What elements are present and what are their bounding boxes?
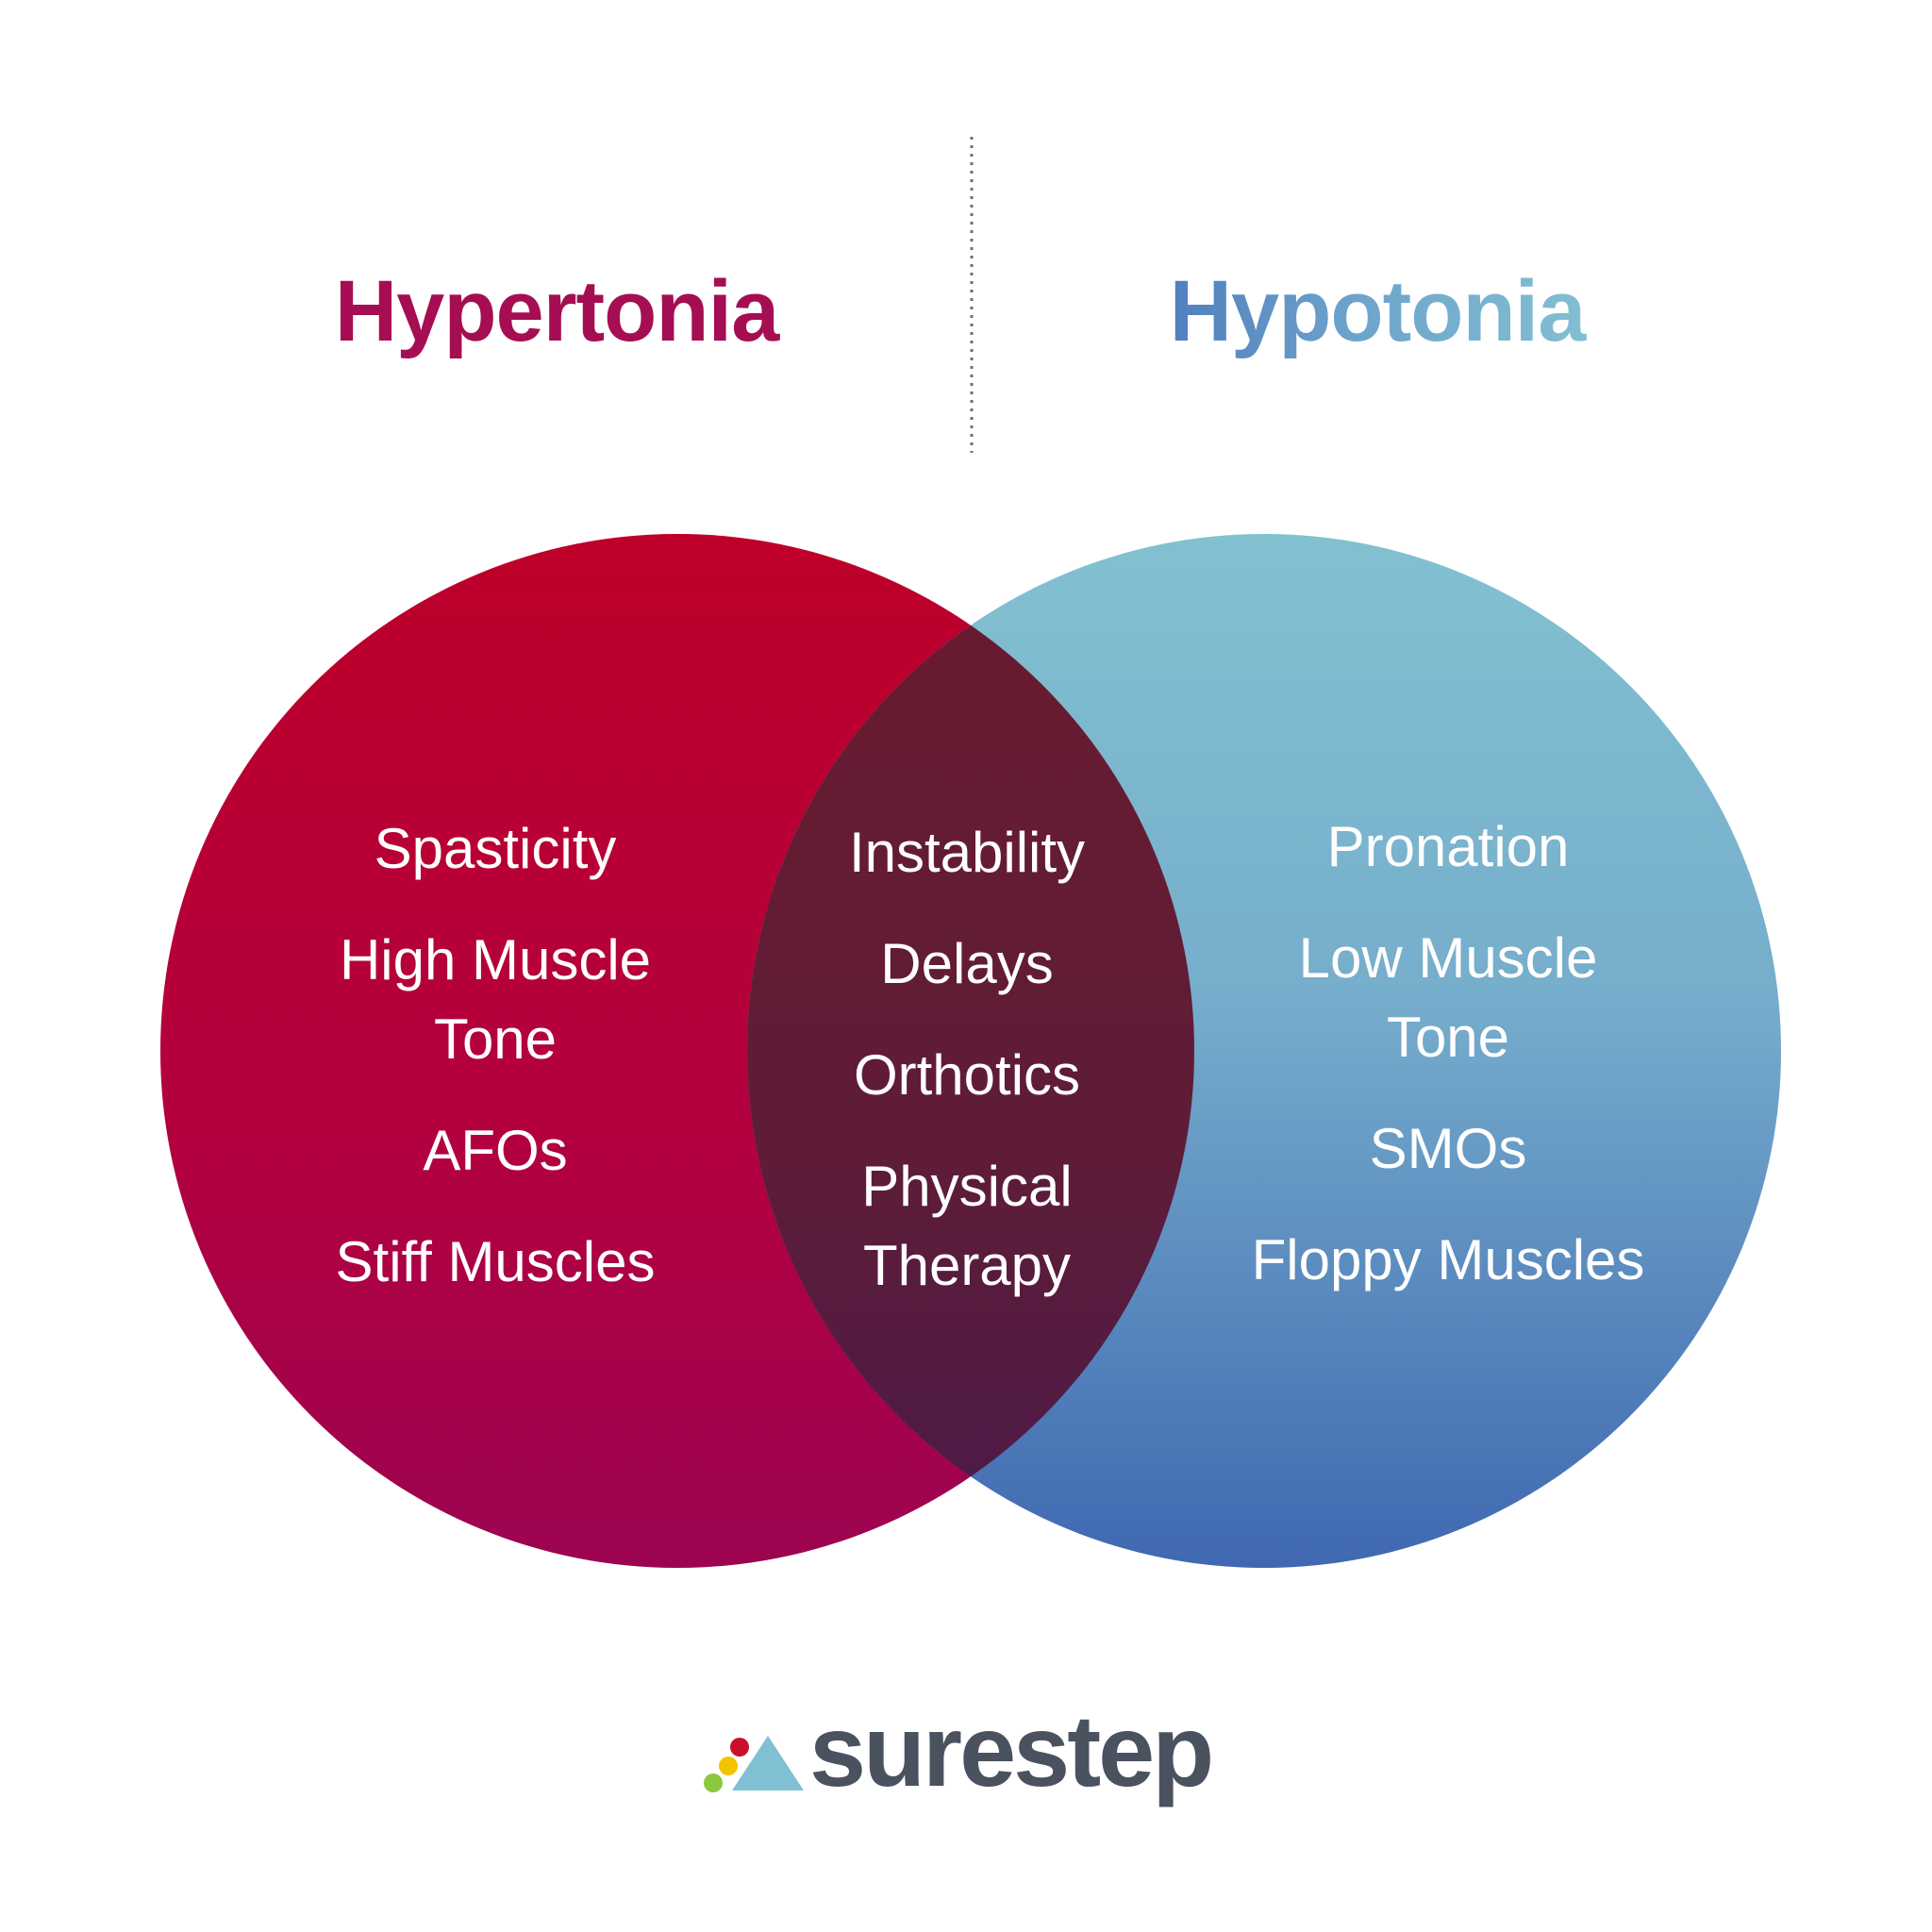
hypertonia-item-high-muscle-tone-line2: Tone bbox=[433, 1008, 558, 1071]
hypertonia-heading: Hypertonia bbox=[334, 263, 780, 359]
shared-item-instability: Instability bbox=[848, 821, 1086, 884]
hypotonia-item-low-muscle-tone-line2: Tone bbox=[1386, 1006, 1510, 1069]
shared-item-delays: Delays bbox=[880, 932, 1054, 995]
hypertonia-item-afos: AFOs bbox=[423, 1119, 568, 1182]
shared-item-orthotics: Orthotics bbox=[853, 1043, 1081, 1107]
hypotonia-heading: Hypotonia bbox=[1132, 255, 1623, 368]
hypotonia-item-pronation: Pronation bbox=[1326, 815, 1570, 878]
hypotonia-item-smos: SMOs bbox=[1369, 1117, 1527, 1180]
hypotonia-item-low-muscle-tone-line1: Low Muscle bbox=[1298, 926, 1598, 990]
surestep-logo: surestep bbox=[698, 1698, 1283, 1811]
hypertonia-item-spasticity: Spasticity bbox=[374, 817, 617, 880]
shared-item-physical-therapy-line2: Therapy bbox=[862, 1234, 1072, 1297]
logo-mark-icon bbox=[704, 1736, 804, 1792]
overlap-region bbox=[747, 534, 1194, 1568]
hypertonia-item-stiff-muscles: Stiff Muscles bbox=[335, 1230, 656, 1293]
hypotonia-item-floppy-muscles: Floppy Muscles bbox=[1251, 1228, 1645, 1291]
hypertonia-item-high-muscle-tone-line1: High Muscle bbox=[339, 928, 652, 991]
logo-wordmark: surestep bbox=[809, 1693, 1214, 1807]
shared-item-physical-therapy-line1: Physical bbox=[861, 1155, 1073, 1218]
